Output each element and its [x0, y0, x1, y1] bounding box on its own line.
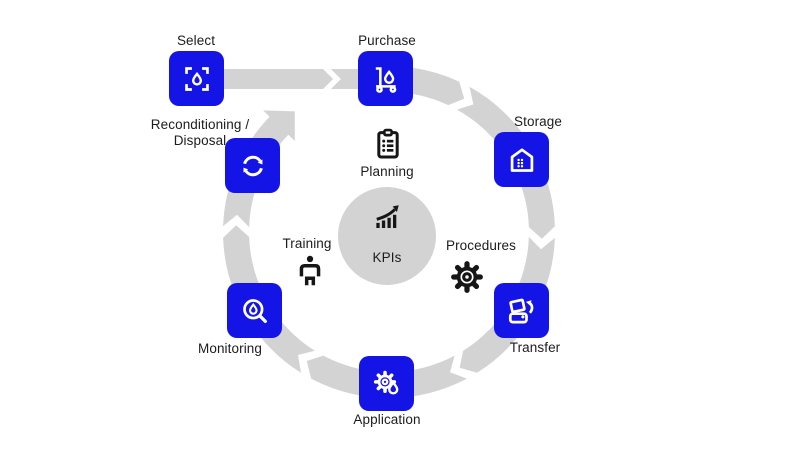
recycle-arrows-icon	[242, 155, 263, 176]
step-purchase-label: Purchase	[358, 33, 416, 48]
step-purchase-tile	[358, 51, 413, 106]
step-storage-tile	[494, 132, 549, 187]
step-application-label: Application	[353, 412, 421, 427]
container-pour-icon	[508, 298, 533, 323]
step-select-tile	[169, 51, 224, 106]
storage-shed-icon	[510, 147, 533, 172]
step-select-label: Select	[176, 33, 216, 48]
person-icon	[299, 255, 321, 286]
step-monitoring-tile	[227, 283, 282, 338]
step-transfer-tile	[494, 283, 549, 338]
step-transfer-label: Transfer	[509, 340, 561, 355]
droplet-target-icon	[184, 66, 209, 91]
step-application-tile	[359, 356, 414, 411]
step-storage-label: Storage	[514, 114, 562, 129]
magnifier-droplet-icon	[242, 298, 267, 323]
kpis-label: KPIs	[372, 250, 402, 265]
training-label: Training	[282, 236, 332, 251]
planning-label: Planning	[360, 164, 414, 179]
gear-icon	[451, 261, 483, 293]
growth-chart-icon	[376, 205, 399, 228]
procedures-label: Procedures	[445, 238, 517, 253]
trolley-droplet-icon	[375, 66, 396, 93]
gear-droplet-icon	[373, 370, 398, 395]
step-reconditioning-tile	[225, 138, 280, 193]
clipboard-checklist-icon	[377, 128, 399, 159]
kpi-circle	[338, 187, 436, 285]
step-monitoring-label: Monitoring	[197, 341, 263, 356]
step-reconditioning-label: Reconditioning / Disposal	[150, 117, 250, 148]
